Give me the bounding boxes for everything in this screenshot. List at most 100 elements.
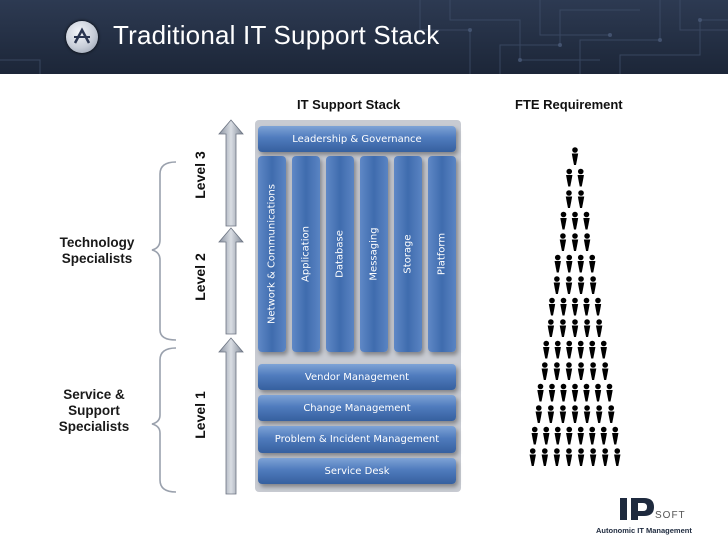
vertical-label: Application	[300, 226, 312, 282]
person-icon	[577, 254, 584, 273]
person-icon	[571, 405, 579, 423]
database-box: Database	[326, 156, 354, 352]
vertical-label: Platform	[436, 232, 448, 276]
vertical-label: Database	[334, 230, 346, 278]
person-icon	[601, 448, 609, 466]
person-icon	[559, 405, 567, 423]
person-icon	[565, 190, 573, 208]
person-icon	[565, 362, 573, 380]
technology-specialists-label: Technology Specialists	[59, 235, 135, 266]
vertical-label: Storage	[402, 234, 414, 274]
person-icon	[577, 362, 585, 380]
application-box: Application	[292, 156, 320, 352]
person-icon	[583, 211, 590, 230]
service-desk-box: Service Desk	[258, 458, 456, 484]
circuit-pattern	[0, 0, 728, 74]
level-3-label: Level 3	[192, 151, 208, 199]
person-icon	[583, 297, 590, 316]
person-icon	[614, 448, 621, 466]
person-icon	[571, 233, 579, 251]
level-arrows	[218, 119, 244, 495]
person-icon	[583, 233, 591, 251]
person-icon	[565, 448, 573, 466]
person-icon	[543, 340, 550, 359]
person-icon	[566, 168, 573, 187]
person-icon	[554, 340, 561, 359]
person-icon	[577, 168, 584, 187]
person-icon	[571, 211, 579, 230]
footer-tagline: Autonomic IT Management	[596, 526, 692, 535]
leadership-governance-box: Leadership & Governance	[258, 126, 456, 152]
person-icon	[560, 383, 567, 402]
person-icon	[559, 233, 567, 251]
person-icon	[547, 319, 555, 337]
person-icon	[601, 362, 609, 380]
person-icon	[571, 383, 579, 402]
person-icon	[566, 426, 573, 445]
person-icon	[553, 448, 561, 466]
group-braces	[151, 161, 177, 493]
person-icon	[589, 254, 596, 273]
person-icon	[577, 340, 584, 359]
person-icon	[589, 448, 597, 466]
person-icon	[600, 340, 607, 359]
person-icon	[541, 362, 549, 380]
person-icon	[583, 405, 591, 423]
person-icon	[608, 405, 615, 423]
person-icon	[565, 276, 573, 294]
service-support-label: Service & Support Specialists	[58, 387, 130, 434]
person-icon	[577, 448, 585, 466]
vertical-label: Messaging	[368, 227, 380, 281]
person-icon	[577, 426, 584, 445]
person-icon	[535, 405, 542, 423]
person-icon	[560, 211, 567, 230]
person-icon	[571, 297, 579, 316]
person-icon	[595, 405, 603, 423]
person-icon	[583, 319, 591, 337]
person-icon	[553, 276, 561, 294]
person-icon	[589, 340, 596, 359]
logo-icon	[66, 21, 98, 53]
stack-heading: IT Support Stack	[297, 97, 401, 112]
network-communications-box: Network & Communications	[258, 156, 286, 352]
person-icon	[537, 383, 544, 402]
person-icon	[566, 340, 573, 359]
person-icon	[547, 405, 555, 423]
person-icon	[560, 297, 567, 316]
person-icon	[529, 448, 536, 466]
person-icon	[583, 383, 590, 402]
person-icon	[594, 383, 602, 402]
person-icon	[543, 426, 550, 445]
level-1-label: Level 1	[192, 391, 208, 439]
problem-incident-box: Problem & Incident Management	[258, 426, 456, 453]
change-management-box: Change Management	[258, 395, 456, 421]
level-2-label: Level 2	[192, 253, 208, 301]
person-icon	[589, 276, 597, 294]
person-icon	[559, 319, 567, 337]
messaging-box: Messaging	[360, 156, 388, 352]
vendor-management-box: Vendor Management	[258, 364, 456, 390]
person-icon	[606, 383, 613, 402]
person-icon	[553, 362, 561, 380]
svg-text:SOFT: SOFT	[655, 510, 686, 521]
person-icon	[571, 319, 579, 337]
platform-box: Platform	[428, 156, 456, 352]
person-icon	[566, 254, 573, 273]
page-title: Traditional IT Support Stack	[113, 20, 440, 50]
vertical-label: Network & Communications	[266, 184, 278, 324]
person-icon	[554, 254, 561, 273]
person-icon	[589, 426, 596, 445]
person-icon	[554, 426, 561, 445]
person-icon	[589, 362, 597, 380]
person-icon	[577, 190, 585, 208]
person-icon	[548, 297, 556, 316]
fte-heading: FTE Requirement	[515, 97, 623, 112]
person-icon	[594, 297, 602, 316]
storage-box: Storage	[394, 156, 422, 352]
person-icon	[548, 383, 556, 402]
person-icon	[600, 426, 607, 445]
person-icon	[612, 426, 619, 445]
person-icon	[531, 426, 538, 445]
person-icon	[541, 448, 549, 466]
person-icon	[595, 319, 603, 337]
